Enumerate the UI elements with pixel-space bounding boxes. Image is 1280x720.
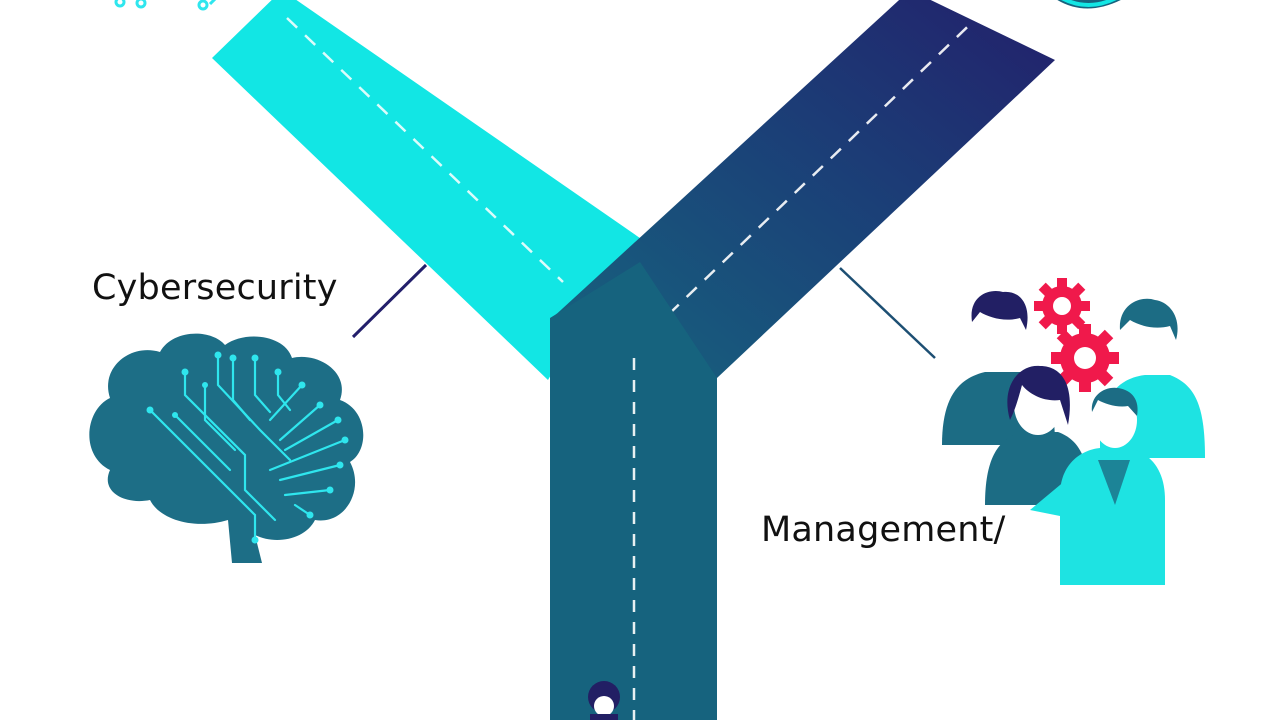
brain-circuit-icon	[89, 333, 364, 563]
circuit-nodes-icon	[114, 0, 217, 11]
cybersecurity-label: Cybersecurity	[92, 268, 338, 308]
trunk-road	[550, 262, 717, 720]
management-label: Management/	[761, 510, 1006, 550]
left-branch-road	[212, 0, 650, 380]
traveler-icon	[588, 681, 620, 720]
shield-icon	[1057, 0, 1121, 9]
left-connector-line	[351, 263, 428, 339]
people-group-icon	[942, 290, 1205, 585]
right-connector-line	[839, 267, 936, 359]
right-branch-road	[550, 0, 1055, 378]
